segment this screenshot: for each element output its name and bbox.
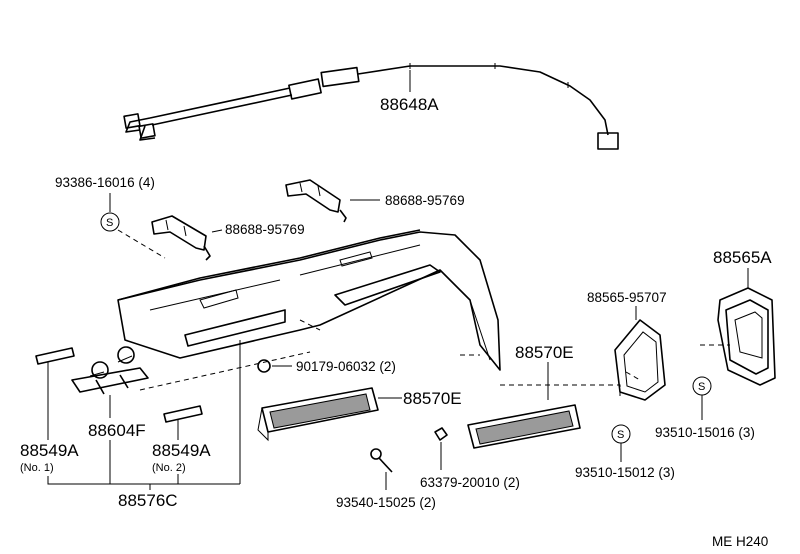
- label-88565-95707: 88565-95707: [587, 290, 667, 305]
- label-88604F: 88604F: [88, 421, 146, 440]
- label-88648A: 88648A: [380, 95, 439, 114]
- socket-88604F: [71, 346, 149, 395]
- label-88570E-right: 88570E: [515, 343, 574, 362]
- lens-88549A-no2: [163, 405, 203, 423]
- screw-symbol-label: S: [106, 217, 113, 229]
- label-88576C: 88576C: [118, 491, 178, 510]
- label-88565A: 88565A: [713, 248, 772, 267]
- label-88688-95769-lower: 88688-95769: [225, 222, 305, 237]
- clip-90179-icon: [257, 359, 271, 373]
- lens-88565A: [717, 287, 776, 386]
- lamp-88570E-left: [257, 387, 379, 442]
- screw-93540-icon: [370, 448, 393, 473]
- footer-code: ME H240: [712, 534, 768, 549]
- label-93510-15016: 93510-15016 (3): [655, 425, 755, 440]
- bracket-88688-lower: [151, 215, 211, 261]
- label-93386-16016: 93386-16016 (4): [55, 175, 155, 190]
- lens-88565-95707: [614, 319, 666, 401]
- label-88549A-no1: 88549A: [20, 441, 79, 460]
- label-93540-15025: 93540-15025 (2): [336, 495, 436, 510]
- nut-63379-icon: [434, 427, 448, 441]
- screw-symbol-icon: [100, 212, 120, 232]
- lamp-88570E-right: [467, 404, 581, 449]
- label-93510-15012: 93510-15012 (3): [575, 465, 675, 480]
- label-63379-20010: 63379-20010 (2): [420, 475, 520, 490]
- label-88688-95769-upper: 88688-95769: [385, 193, 465, 208]
- label-88549A-no2: 88549A: [152, 441, 211, 460]
- label-90179-06032: 90179-06032 (2): [296, 359, 396, 374]
- console-housing: [117, 229, 501, 371]
- screw-symbol-3: S: [617, 429, 624, 441]
- lens-88549A-no1: [35, 347, 75, 365]
- label-88570E-left: 88570E: [403, 389, 462, 408]
- label-88549A-no2-sub: (No. 2): [152, 462, 186, 474]
- bracket-88688-upper: [285, 179, 347, 223]
- wire-harness-88648A: [123, 63, 619, 150]
- label-88549A-no1-sub: (No. 1): [20, 462, 54, 474]
- screw-symbol-2: S: [698, 381, 705, 393]
